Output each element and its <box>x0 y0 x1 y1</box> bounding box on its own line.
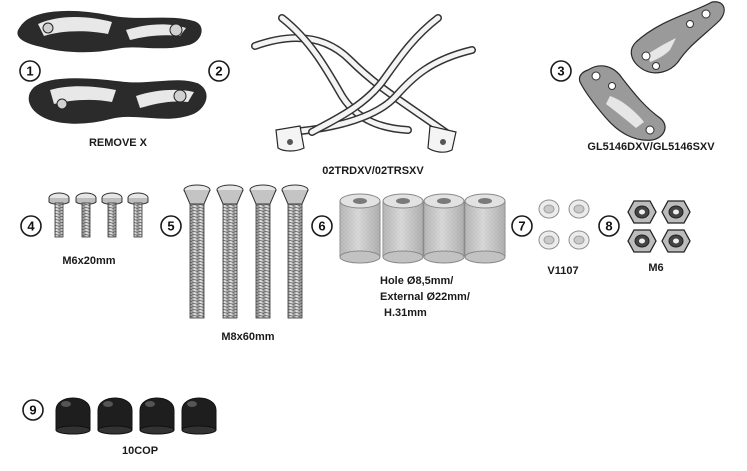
plate-part-1 <box>630 1 725 74</box>
label-bushing: V1107 <box>547 265 578 277</box>
bolt-m6x20-group <box>48 192 149 238</box>
label-frame: 02TRDXV/02TRSXV <box>322 165 424 177</box>
label-cap: 10COP <box>122 445 158 457</box>
bolt-m8x60 <box>281 184 309 319</box>
nut <box>627 200 657 224</box>
label-m6x20: M6x20mm <box>62 255 115 267</box>
nut <box>661 229 691 253</box>
nut <box>661 200 691 224</box>
bracket-part-2 <box>28 78 207 124</box>
bolt-m8x60 <box>249 184 277 319</box>
spacer-group <box>339 193 506 264</box>
item-number-3: 3 <box>550 60 572 82</box>
bolt-m8x60 <box>216 184 244 319</box>
cap <box>181 397 217 435</box>
bolt-m8x60-group <box>183 184 309 319</box>
item-number-7: 7 <box>511 215 533 237</box>
cap <box>97 397 133 435</box>
item-number-2: 2 <box>208 60 230 82</box>
bolt-m6x20 <box>75 192 97 238</box>
spacer <box>382 193 424 264</box>
item-number-5-text: 5 <box>167 219 174 234</box>
tube-frame-part <box>251 14 476 138</box>
plate-part-2 <box>578 65 666 141</box>
label-spacer-external: External Ø22mm/ <box>380 291 470 303</box>
label-remove-x: REMOVE X <box>89 137 148 149</box>
label-plates: GL5146DXV/GL5146SXV <box>587 141 715 153</box>
item-number-8-text: 8 <box>605 219 612 234</box>
spacer <box>423 193 465 264</box>
cap <box>139 397 175 435</box>
bracket-part-1 <box>17 10 202 53</box>
item-number-1: 1 <box>19 60 41 82</box>
bolt-m8x60 <box>183 184 211 319</box>
bolt-m6x20 <box>127 192 149 238</box>
item-number-7-text: 7 <box>518 219 525 234</box>
spacer <box>339 193 381 264</box>
bolt-m6x20 <box>101 192 123 238</box>
bushing <box>568 230 590 250</box>
nut-group <box>627 200 691 253</box>
item-number-8: 8 <box>598 215 620 237</box>
item-number-6-text: 6 <box>318 219 325 234</box>
item-number-6: 6 <box>311 215 333 237</box>
item-number-1-text: 1 <box>26 64 33 79</box>
label-nut: M6 <box>648 262 663 274</box>
bushing-group <box>538 199 590 250</box>
item-number-3-text: 3 <box>557 64 564 79</box>
item-number-5: 5 <box>160 215 182 237</box>
item-number-9: 9 <box>22 399 44 421</box>
item-number-4: 4 <box>20 215 42 237</box>
item-number-9-text: 9 <box>29 403 36 418</box>
label-m8x60: M8x60mm <box>221 331 274 343</box>
tube-frame-feet <box>275 125 457 153</box>
bushing <box>568 199 590 219</box>
spacer <box>464 193 506 264</box>
label-spacer-hole: Hole Ø8,5mm/ <box>380 275 453 287</box>
cap <box>55 397 91 435</box>
item-number-2-text: 2 <box>215 64 222 79</box>
bushing <box>538 230 560 250</box>
item-number-4-text: 4 <box>27 219 35 234</box>
cap-group <box>55 397 217 435</box>
nut <box>627 229 657 253</box>
label-spacer-height: H.31mm <box>384 307 427 319</box>
bushing <box>538 199 560 219</box>
bolt-m6x20 <box>48 192 70 238</box>
